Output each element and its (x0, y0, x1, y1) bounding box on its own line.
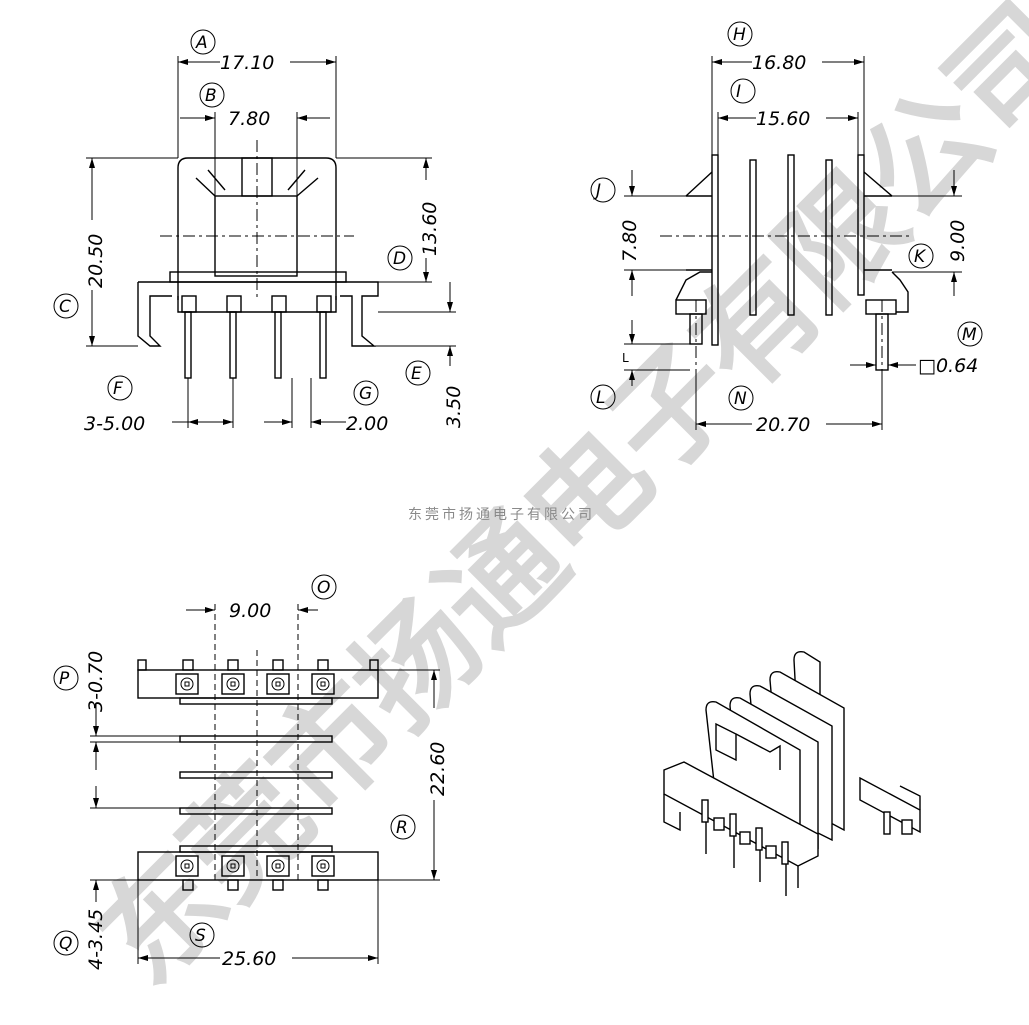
tag-m: M (962, 325, 977, 345)
dim-pitch-3-5-00: 3-5.00 (84, 413, 145, 435)
watermark-caption: 东莞市扬通电子有限公司 (408, 506, 595, 523)
tag-g: G (359, 384, 372, 404)
tag-s: S (195, 926, 206, 946)
dim-width-17-10: 17.10 (220, 52, 274, 74)
dim-slot-3-0-70: 3-0.70 (85, 651, 107, 712)
top-view: 9.00 O 3-0.70 P 22.60 R 4-3.45 Q (53, 574, 449, 970)
side-view: H 16.80 I 15.60 7.80 J 9.00 K (590, 21, 983, 436)
dim-inner-7-80: 7.80 (228, 108, 270, 130)
watermark: 东莞市扬通电子有限公司 东莞市扬通电子有限公司 (72, 0, 1029, 1011)
tag-q: Q (59, 934, 72, 954)
upper-pin-pads (175, 673, 335, 695)
dim-pad-4-3-45: 4-3.45 (85, 909, 107, 970)
tag-h: H (733, 25, 746, 45)
dim-flange-15-60: 15.60 (756, 108, 810, 130)
tag-o: O (317, 578, 330, 598)
front-view: A 17.10 B 7.80 20.50 C 13.60 D (53, 29, 465, 435)
tag-c: C (59, 297, 71, 317)
tag-d: D (393, 249, 406, 269)
dim-flange-9-00: 9.00 (947, 220, 969, 262)
dim-pin-0-64: □0.64 (918, 355, 978, 377)
dim-width-25-60: 25.60 (222, 948, 276, 970)
tag-e: E (411, 364, 422, 384)
watermark-text: 东莞市扬通电子有限公司 (72, 0, 1029, 1011)
tag-p: P (59, 669, 70, 689)
tag-i: I (736, 82, 741, 102)
dim-pitch-9-00: 9.00 (229, 600, 271, 622)
dim-height-20-50: 20.50 (85, 234, 107, 288)
dim-depth-22-60: 22.60 (427, 742, 449, 796)
dim-window-7-80: 7.80 (619, 220, 641, 262)
dim-core-13-60: 13.60 (419, 202, 441, 256)
dim-gap-2-00: 2.00 (346, 413, 388, 435)
dim-span-20-70: 20.70 (756, 414, 810, 436)
dim-width-16-80: 16.80 (752, 52, 806, 74)
tag-a: A (195, 33, 208, 53)
tag-k: K (914, 247, 927, 267)
tag-f: F (113, 379, 123, 399)
tag-r: R (396, 818, 408, 838)
tag-b: B (205, 86, 217, 106)
isometric-view (663, 650, 921, 896)
dim-l-label: L (622, 351, 629, 365)
tag-l: L (596, 388, 605, 408)
dim-pin-3-50: 3.50 (443, 386, 465, 428)
tag-j: J (593, 181, 601, 201)
tag-n: N (734, 389, 747, 409)
lower-pin-pads (175, 855, 335, 877)
